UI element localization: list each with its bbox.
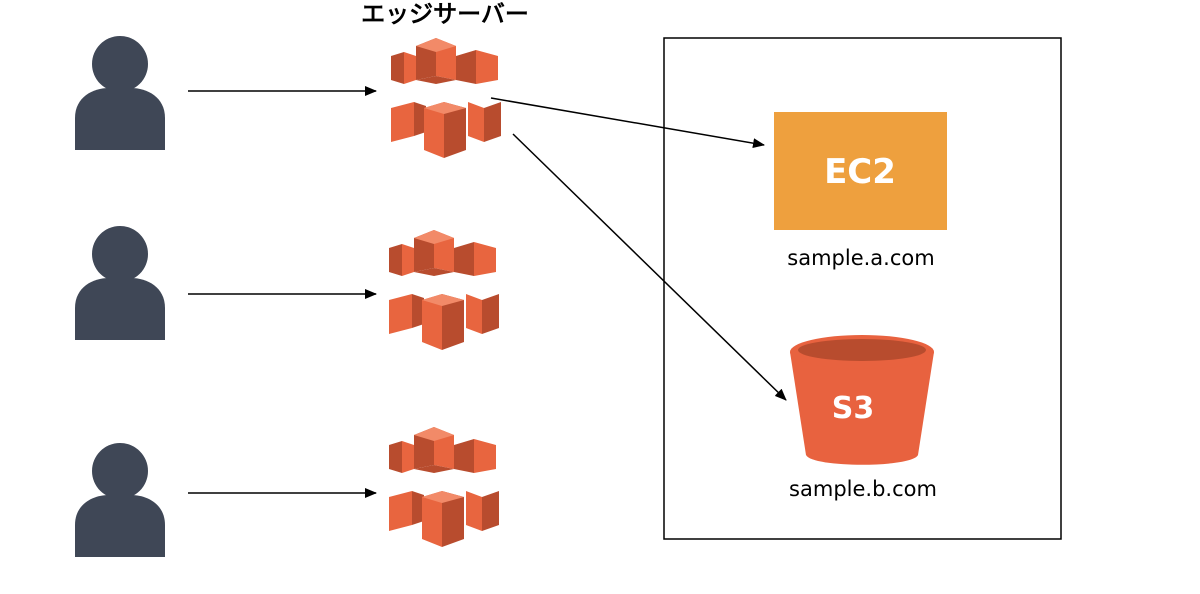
ec2-box [774, 112, 947, 230]
edge-server-title: エッジサーバー [361, 0, 529, 28]
s3-bucket-icon [790, 335, 934, 465]
user-icon [75, 36, 165, 150]
edge-to-s3-arrow [512, 133, 787, 401]
ec2-label: EC2 [824, 152, 896, 192]
s3-domain: sample.b.com [789, 477, 937, 501]
user-icon [75, 443, 165, 557]
origin-container [663, 37, 1062, 540]
user-icon [75, 226, 165, 340]
cloudfront-edge-icon [391, 38, 501, 158]
ec2-domain: sample.a.com [787, 246, 934, 270]
cloudfront-edge-icon [389, 230, 499, 350]
cloudfront-edge-icon [389, 427, 499, 547]
s3-label: S3 [832, 391, 874, 426]
edge-to-ec2-arrow [490, 97, 765, 149]
